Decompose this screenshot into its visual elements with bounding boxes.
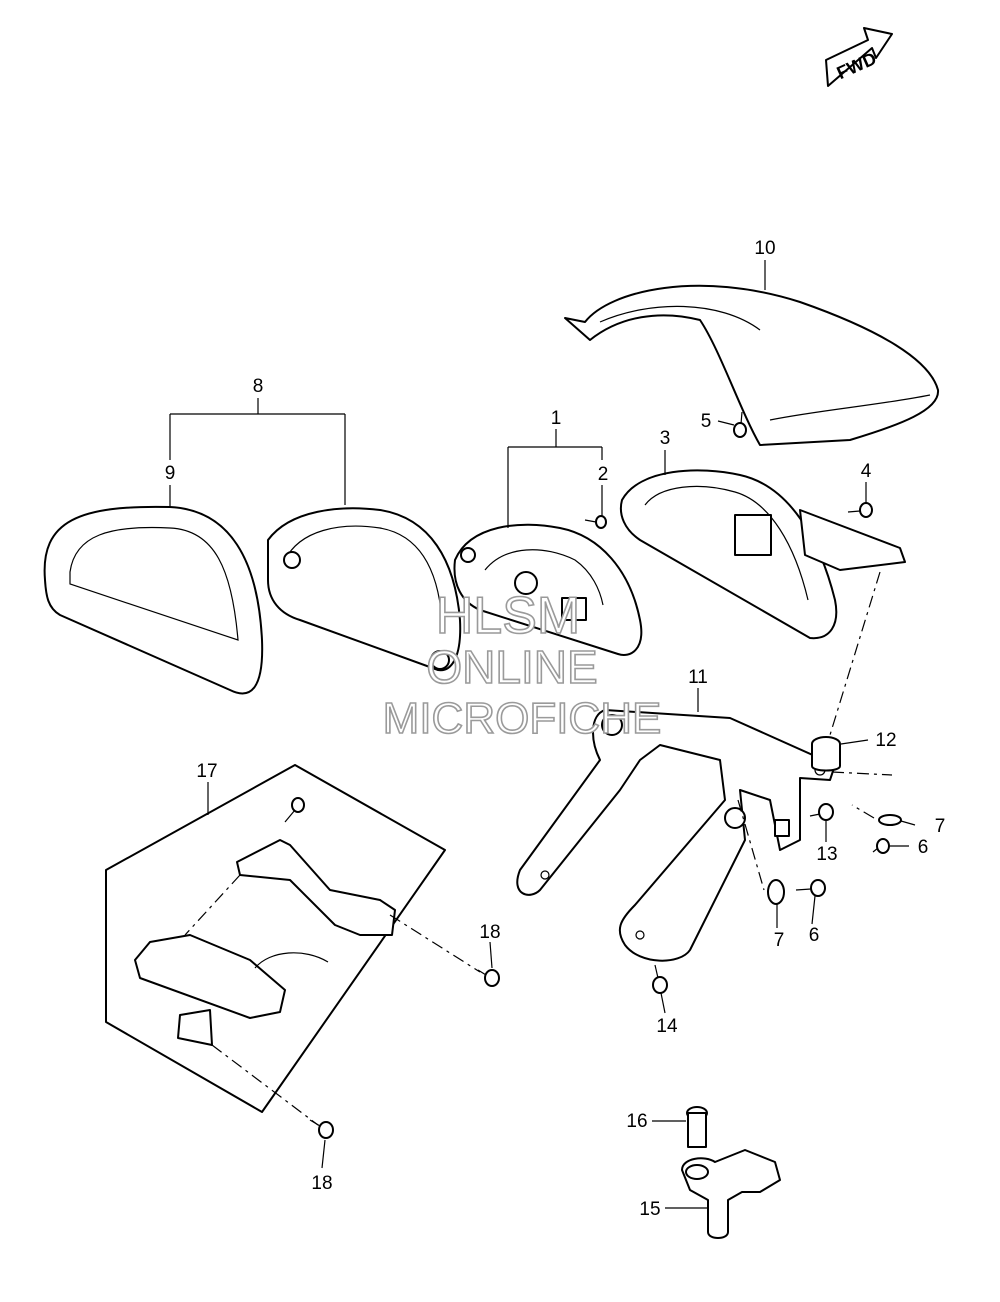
callout-3: 3 [660,428,671,449]
callout-16: 16 [626,1111,647,1132]
callout-13: 13 [816,844,837,865]
group-bracket-1-2 [507,429,603,528]
meter-assembly-part [453,523,643,656]
callout-5: 5 [701,411,712,432]
bolt-14-icon [652,964,668,994]
callout-18a: 18 [479,922,500,943]
visor-cover-part [564,284,940,446]
alignment-lines [184,571,893,1126]
washer-7-upper-icon [878,814,902,826]
screw-18-lower-icon [309,1119,334,1139]
callout-12: 12 [875,730,896,751]
screw-18-upper-icon [477,969,500,987]
screw-6-upper-icon [872,838,890,854]
lens-ring-part [43,505,264,695]
screw-5-icon [733,411,747,438]
screw-2-icon [584,515,607,529]
callout-14: 14 [656,1016,678,1037]
group-bracket-8-9 [169,398,346,505]
bolt-16-icon [686,1106,708,1148]
callout-labels: 1 2 3 4 5 6 6 7 7 8 9 10 11 12 13 14 15 … [165,238,946,1220]
screw-4-icon [847,502,873,518]
callout-2: 2 [598,464,609,485]
meter-housing-part [620,469,906,640]
watermark-line3: MICROFICHE [383,694,662,743]
fwd-arrow-icon: FWD [825,27,893,87]
callout-4: 4 [861,461,872,482]
sensor-15-part [681,1149,781,1239]
callout-6a: 6 [918,837,929,858]
callout-17: 17 [196,761,217,782]
callout-9: 9 [165,463,176,484]
bolt-13-icon [809,803,834,821]
callout-18b: 18 [311,1173,332,1194]
meter-case-part [267,507,462,672]
callout-6b: 6 [809,925,820,946]
callout-8: 8 [253,376,264,397]
grommet-part [811,736,841,772]
watermark: HLSM ONLINE MICROFICHE [382,586,662,744]
callout-10: 10 [754,238,775,259]
meter-bracket-part [516,709,836,962]
screw-6-lower-icon [795,879,826,897]
washer-7-lower-icon [767,879,785,905]
watermark-line2: ONLINE [426,641,597,693]
callout-7a: 7 [935,816,946,837]
callout-15: 15 [639,1199,660,1220]
lamp-kit-box [105,764,446,1113]
callout-11: 11 [688,667,708,688]
watermark-line1: HLSM [436,587,580,645]
callout-7b: 7 [774,930,785,951]
leader-lines [169,260,916,1209]
callout-1: 1 [551,408,562,429]
